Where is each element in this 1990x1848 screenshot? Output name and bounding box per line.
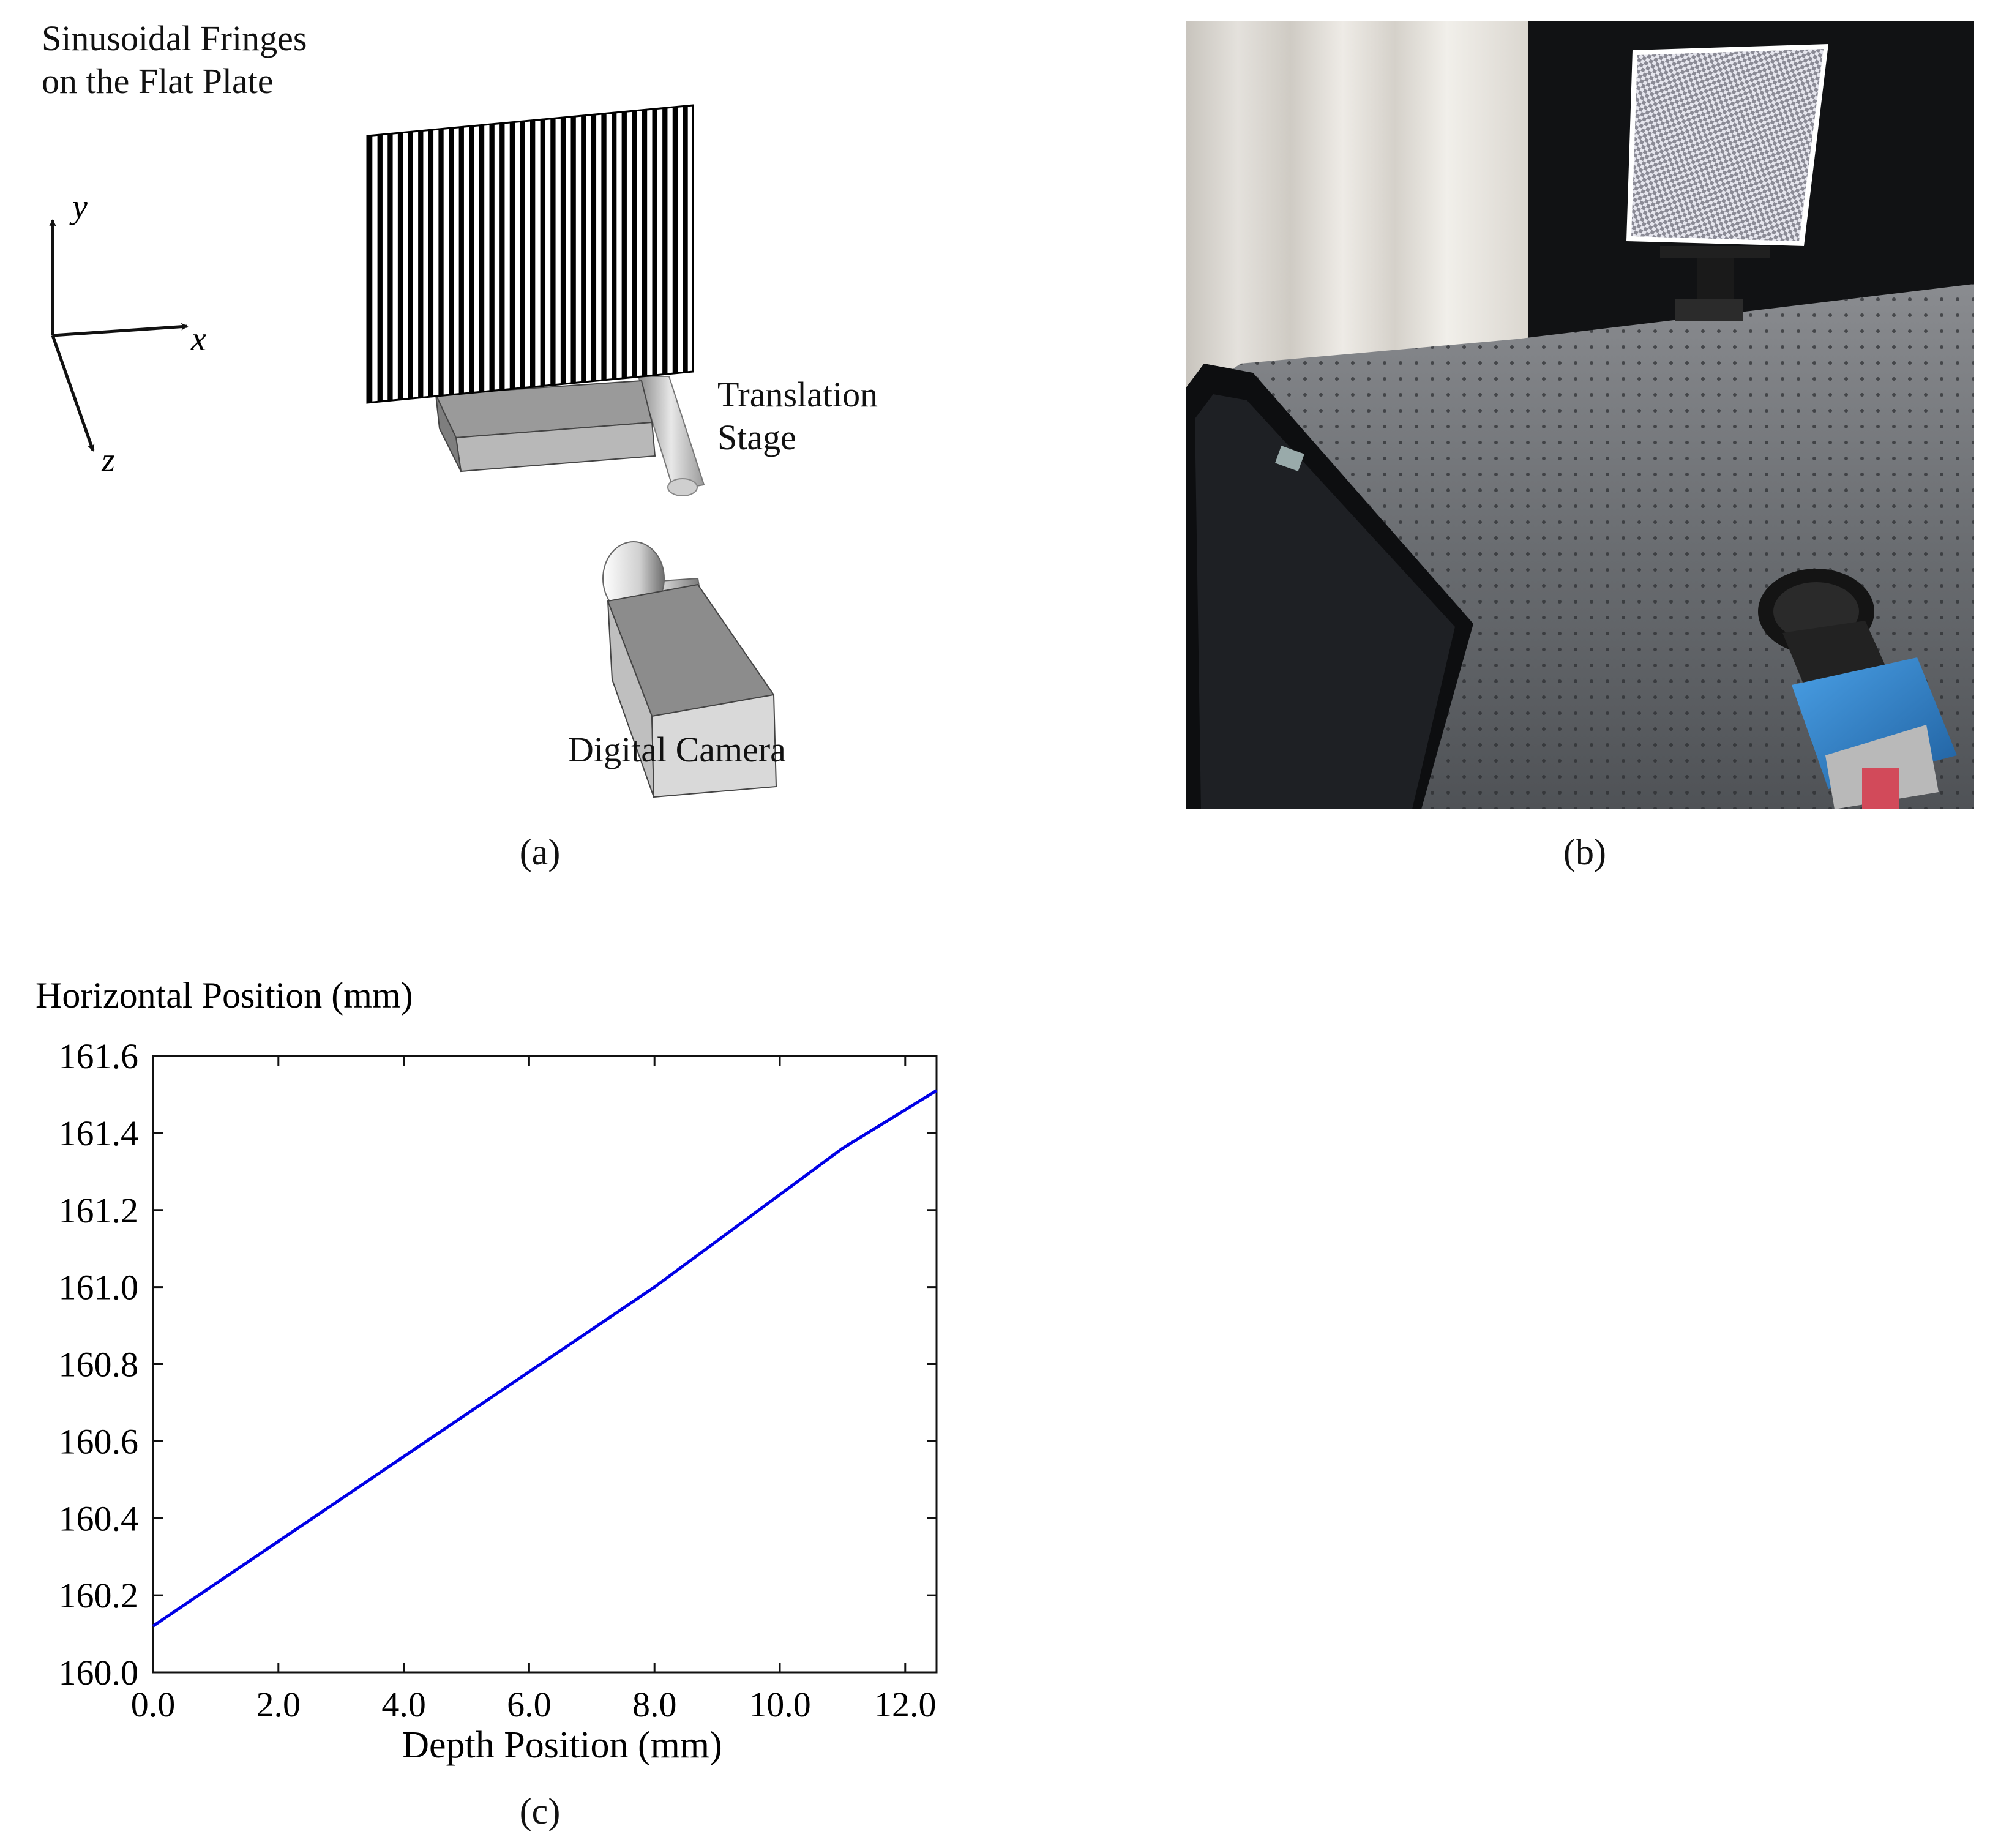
fringe-stripe [418,130,424,398]
y-tick-label: 161.4 [59,1113,139,1153]
axis-y-label: y [69,188,88,226]
caption-a: (a) [519,832,561,872]
fringe-stripe [621,111,627,379]
x-tick-label: 4.0 [381,1685,426,1724]
y-tick-label: 160.2 [59,1576,139,1615]
x-tick-label: 6.0 [507,1685,552,1724]
fringe-stripe [397,132,403,400]
x-tick-label: 2.0 [256,1685,301,1724]
caption-c: (c) [519,1791,561,1831]
fringe-stripe [408,131,413,399]
fringe-stripe [428,129,434,397]
fringe-stripe [509,122,515,389]
fringe-stripe [581,115,586,383]
fringe-stripe [469,125,474,394]
y-tick-label: 161.6 [59,1036,139,1076]
x-tick-label: 12.0 [874,1685,937,1724]
fringe-stripe [601,113,607,381]
fringe-stripe [499,122,505,391]
fringe-stripe [530,120,536,387]
axis-x-label: x [190,320,206,358]
fringe-stripe [612,112,617,380]
y-tick-label: 160.0 [59,1653,139,1693]
translation-rod [637,376,705,496]
camera-cable [1862,768,1899,809]
fringe-plate [366,104,694,404]
y-ticks: 160.0 160.2 160.4 160.6 160.8 161.0 161.2 161.4… [59,1036,937,1693]
x-tick-label: 10.0 [749,1685,811,1724]
digital-camera [602,541,777,798]
fringe-stripe [550,118,556,386]
y-tick-label: 161.0 [59,1268,139,1307]
fringe-stripe [642,110,648,376]
fringe-stripe [570,116,576,384]
chart-xlabel: Depth Position (mm) [402,1724,722,1766]
axis-z-label: z [101,441,115,479]
fringe-stripe [560,117,566,384]
stage-label: Translation Stage [717,373,878,458]
fringe-stripe [479,125,485,392]
fringe-stripe [672,107,678,374]
x-axis-arrow [52,323,189,337]
camera-label: Digital Camera [568,730,786,769]
y-tick-label: 160.4 [59,1498,139,1538]
fringe-stripe [367,135,373,403]
fringe-stripe [683,105,688,373]
x-ticks: 0.0 2.0 4.0 6.0 8.0 10.0 12.0 [131,1056,937,1724]
setup-photo [1186,21,1974,809]
y-tick-label: 161.2 [59,1191,139,1230]
chart-ylabel: Horizontal Position (mm) [36,975,413,1016]
white-curtain [1186,21,1535,400]
translation-stage [435,380,656,473]
fringe-stripe [520,121,525,389]
fringe-stripe [377,134,383,402]
schematic-diagram: y x z [49,104,777,798]
fringe-stripe [591,114,597,381]
fringe-stripe [652,108,657,376]
x-tick-label: 8.0 [632,1685,677,1724]
series-line [152,1089,938,1628]
fringe-stripe [540,119,545,386]
stage-label-line1: Translation [717,375,878,414]
fringe-label: Sinusoidal Fringes on the Flat Plate [42,17,307,102]
coordinate-axes: y x z [49,188,206,479]
plot-frame [152,1055,938,1674]
fringe-stripe [387,133,393,401]
stage-label-line2: Stage [717,417,796,457]
fringe-stripe [449,127,454,395]
z-axis-arrow [51,335,95,452]
line-chart: Horizontal Position (mm) 160.0 160.2 160.4… [36,975,938,1766]
fringe-stripe [438,129,444,396]
fringe-stripe [458,127,464,394]
y-tick-label: 160.6 [59,1421,139,1461]
fringe-stripe [662,107,668,375]
caption-b: (b) [1563,832,1606,872]
fringe-label-line2: on the Flat Plate [42,61,274,101]
y-tick-label: 160.8 [59,1345,139,1385]
fringe-stripe [489,124,495,391]
fringe-label-line1: Sinusoidal Fringes [42,18,307,58]
fringe-stripe [632,110,637,378]
x-tick-label: 0.0 [131,1685,176,1724]
